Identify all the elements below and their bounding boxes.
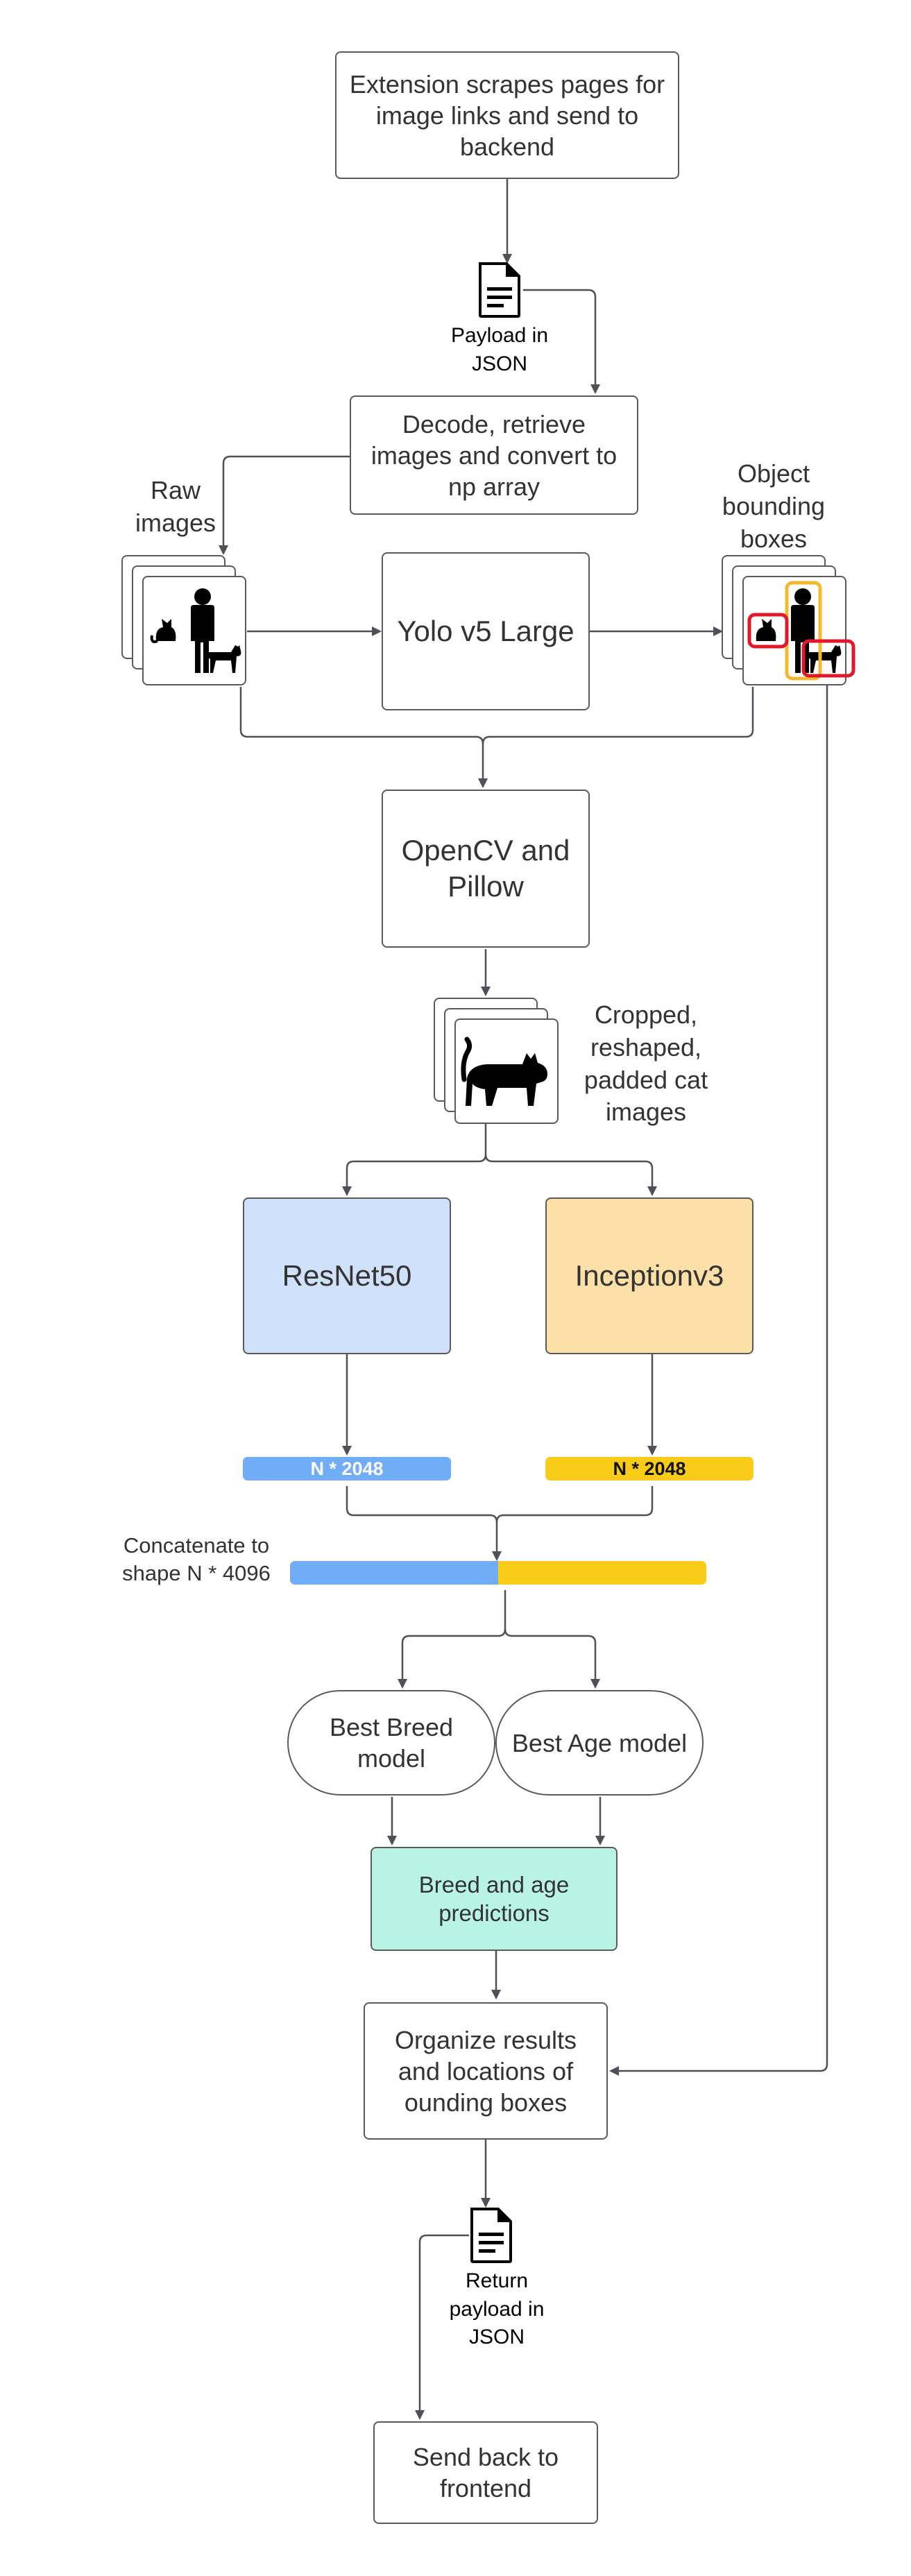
opencv-node: OpenCV and Pillow (382, 790, 590, 948)
organize-text: Organize results and locations of oundin… (394, 2025, 577, 2117)
age-model-text: Best Age model (511, 1728, 688, 1757)
send-back-node: Send back to frontend (373, 2421, 598, 2524)
edge-boxes-to-organize (609, 666, 828, 2076)
document-icon (470, 2208, 512, 2263)
document-icon (479, 262, 520, 318)
opencv-text: OpenCV and Pillow (401, 833, 570, 903)
decode-node: Decode, retrieve images and convert to n… (350, 395, 638, 515)
resnet-output-text: N * 2048 (310, 1458, 384, 1479)
concat-bar-blue (290, 1561, 500, 1585)
concat-bar-yellow (498, 1561, 706, 1585)
send-back-text: Send back to frontend (412, 2443, 559, 2502)
resnet-node: ResNet50 (243, 1197, 451, 1354)
age-model-node: Best Age model (495, 1690, 704, 1795)
inception-output-text: N * 2048 (613, 1458, 686, 1479)
edge-boxes-to-opencv (482, 687, 754, 744)
predictions-text: Breed and age predictions (418, 1871, 570, 1926)
edge-concat-to-breed (398, 1590, 506, 1689)
resnet-text: ResNet50 (282, 1259, 412, 1292)
decode-text: Decode, retrieve images and convert to n… (371, 409, 618, 501)
edge-concat-to-age (504, 1628, 600, 1689)
predictions-node: Breed and age predictions (371, 1847, 618, 1951)
bounding-box-icon (747, 581, 855, 681)
edge-bars-to-concat (346, 1486, 502, 1561)
payload-label: Payload in JSON (450, 324, 549, 375)
cropped-card-front (454, 1018, 559, 1124)
boxes-card-front (742, 576, 855, 685)
inception-output-bar: N * 2048 (545, 1457, 754, 1481)
edge-return-to-send (415, 2234, 469, 2420)
return-payload-label: Return payload in JSON (449, 2269, 545, 2348)
cat-icon (461, 1037, 547, 1106)
raw-images-label: Raw images (135, 476, 216, 537)
edge-cropped-to-inception (484, 1154, 657, 1196)
inception-node: Inceptionv3 (545, 1197, 754, 1354)
breed-model-text: Best Breed model (329, 1713, 454, 1773)
edge-decode-to-raw (219, 455, 350, 555)
edge-bar2-to-concat (495, 1486, 654, 1523)
concat-label: Concatenate to shape N * 4096 (122, 1533, 271, 1586)
inception-text: Inceptionv3 (574, 1259, 724, 1292)
object-boxes-label: Object bounding boxes (722, 459, 826, 553)
cropped-label: Cropped, reshaped, padded cat images (584, 1000, 708, 1127)
person-cat-icon (150, 588, 241, 673)
extension-node: Extension scrapes pages for image links … (335, 51, 679, 179)
organize-node: Organize results and locations of oundin… (364, 2002, 608, 2140)
breed-model-node: Best Breed model (287, 1690, 495, 1795)
raw-image-card-front (142, 576, 246, 685)
extension-text: Extension scrapes pages for image links … (349, 69, 665, 161)
edge-payload-to-decode (523, 289, 600, 394)
edge-cropped-to-resnet (342, 1124, 487, 1196)
yolo-node: Yolo v5 Large (382, 552, 590, 710)
yolo-text: Yolo v5 Large (397, 614, 574, 647)
resnet-output-bar: N * 2048 (243, 1457, 451, 1481)
